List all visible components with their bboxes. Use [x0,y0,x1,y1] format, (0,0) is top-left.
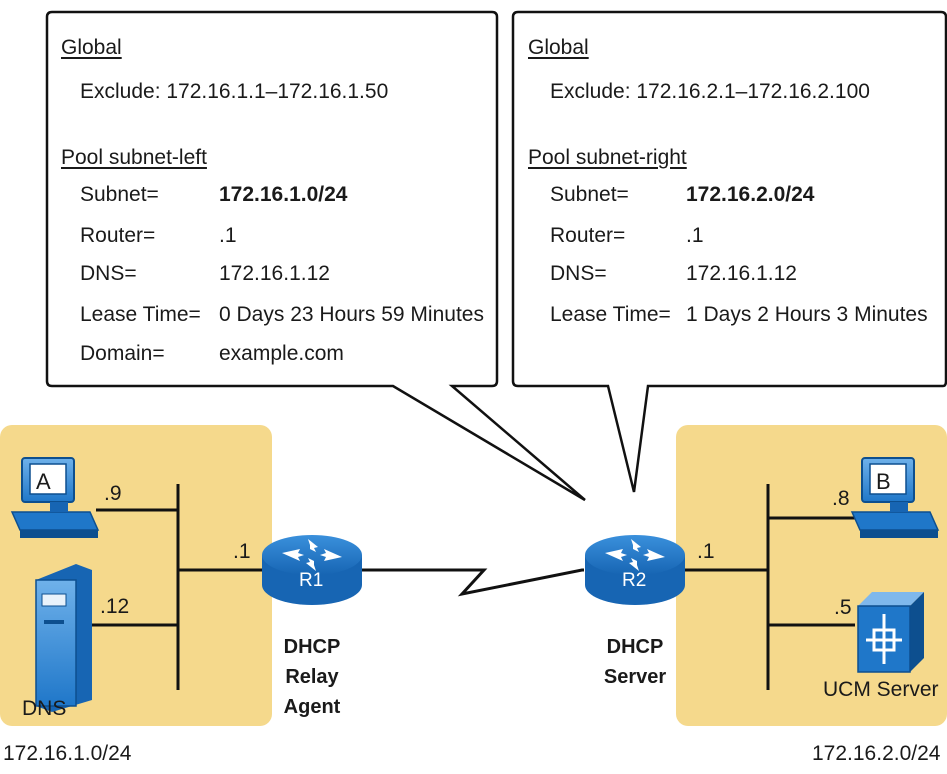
left-router-value: .1 [219,224,237,247]
right-callout-box [511,10,947,493]
r1-lan-if-label: .1 [233,540,251,563]
right-router-key: Router= [550,224,626,247]
right-subnet-label: 172.16.2.0/24 [812,742,941,765]
left-subnet-key: Subnet= [80,183,159,206]
right-subnet-value: 172.16.2.0/24 [686,183,815,206]
ucm-server-icon [857,592,924,673]
left-lease-value: 0 Days 23 Hours 59 Minutes [219,303,484,326]
right-lease-key: Lease Time= [550,303,671,326]
router-r1-icon [262,535,362,605]
right-global-heading: Global [528,36,589,59]
right-router-value: .1 [686,224,704,247]
pc-b-label: B [876,469,891,494]
left-global-heading: Global [61,36,122,59]
left-domain-value: example.com [219,342,344,365]
right-exclude-line: Exclude: 172.16.2.1–172.16.2.100 [550,80,870,103]
left-subnet-label: 172.16.1.0/24 [3,742,132,765]
left-dns-value: 172.16.1.12 [219,262,330,285]
left-dns-key: DNS= [80,262,137,285]
dns-server-icon [35,564,92,712]
r2-role-line-1: DHCP [606,636,664,658]
right-pool-heading: Pool subnet-right [528,146,687,169]
ucm-server-label: UCM Server [823,678,939,701]
r2-name-label: R2 [622,570,647,591]
desktop-pc-a-icon [10,457,100,538]
pc-a-host-label: .9 [104,482,122,505]
r1-name-label: R1 [299,570,324,591]
left-domain-key: Domain= [80,342,165,365]
r2-lan-if-label: .1 [697,540,715,563]
dns-server-label: DNS [22,697,67,720]
right-lease-value: 1 Days 2 Hours 3 Minutes [686,303,928,326]
r2-role-label: DHCP Server [585,632,685,692]
left-pool-heading: Pool subnet-left [61,146,207,169]
left-callout-box [45,10,586,502]
desktop-pc-b-icon [850,457,940,538]
r1-role-line-1: DHCP [283,636,341,658]
left-subnet-value: 172.16.1.0/24 [219,183,348,206]
dns-host-label: .12 [100,595,130,618]
left-lease-key: Lease Time= [80,303,201,326]
r1-role-line-2: Relay [285,666,339,688]
r1-role-label: DHCP Relay Agent [262,632,362,722]
right-dns-key: DNS= [550,262,607,285]
r2-role-line-2: Server [603,666,667,688]
router-r2-icon [585,535,685,605]
left-router-key: Router= [80,224,156,247]
pc-b-host-label: .8 [832,487,850,510]
right-dns-value: 172.16.1.12 [686,262,797,285]
right-subnet-key: Subnet= [550,183,629,206]
r1-role-line-3: Agent [283,696,341,718]
left-exclude-line: Exclude: 172.16.1.1–172.16.1.50 [80,80,389,103]
pc-a-label: A [36,469,51,494]
ucm-host-label: .5 [834,596,852,619]
serial-wan-link [360,568,584,597]
